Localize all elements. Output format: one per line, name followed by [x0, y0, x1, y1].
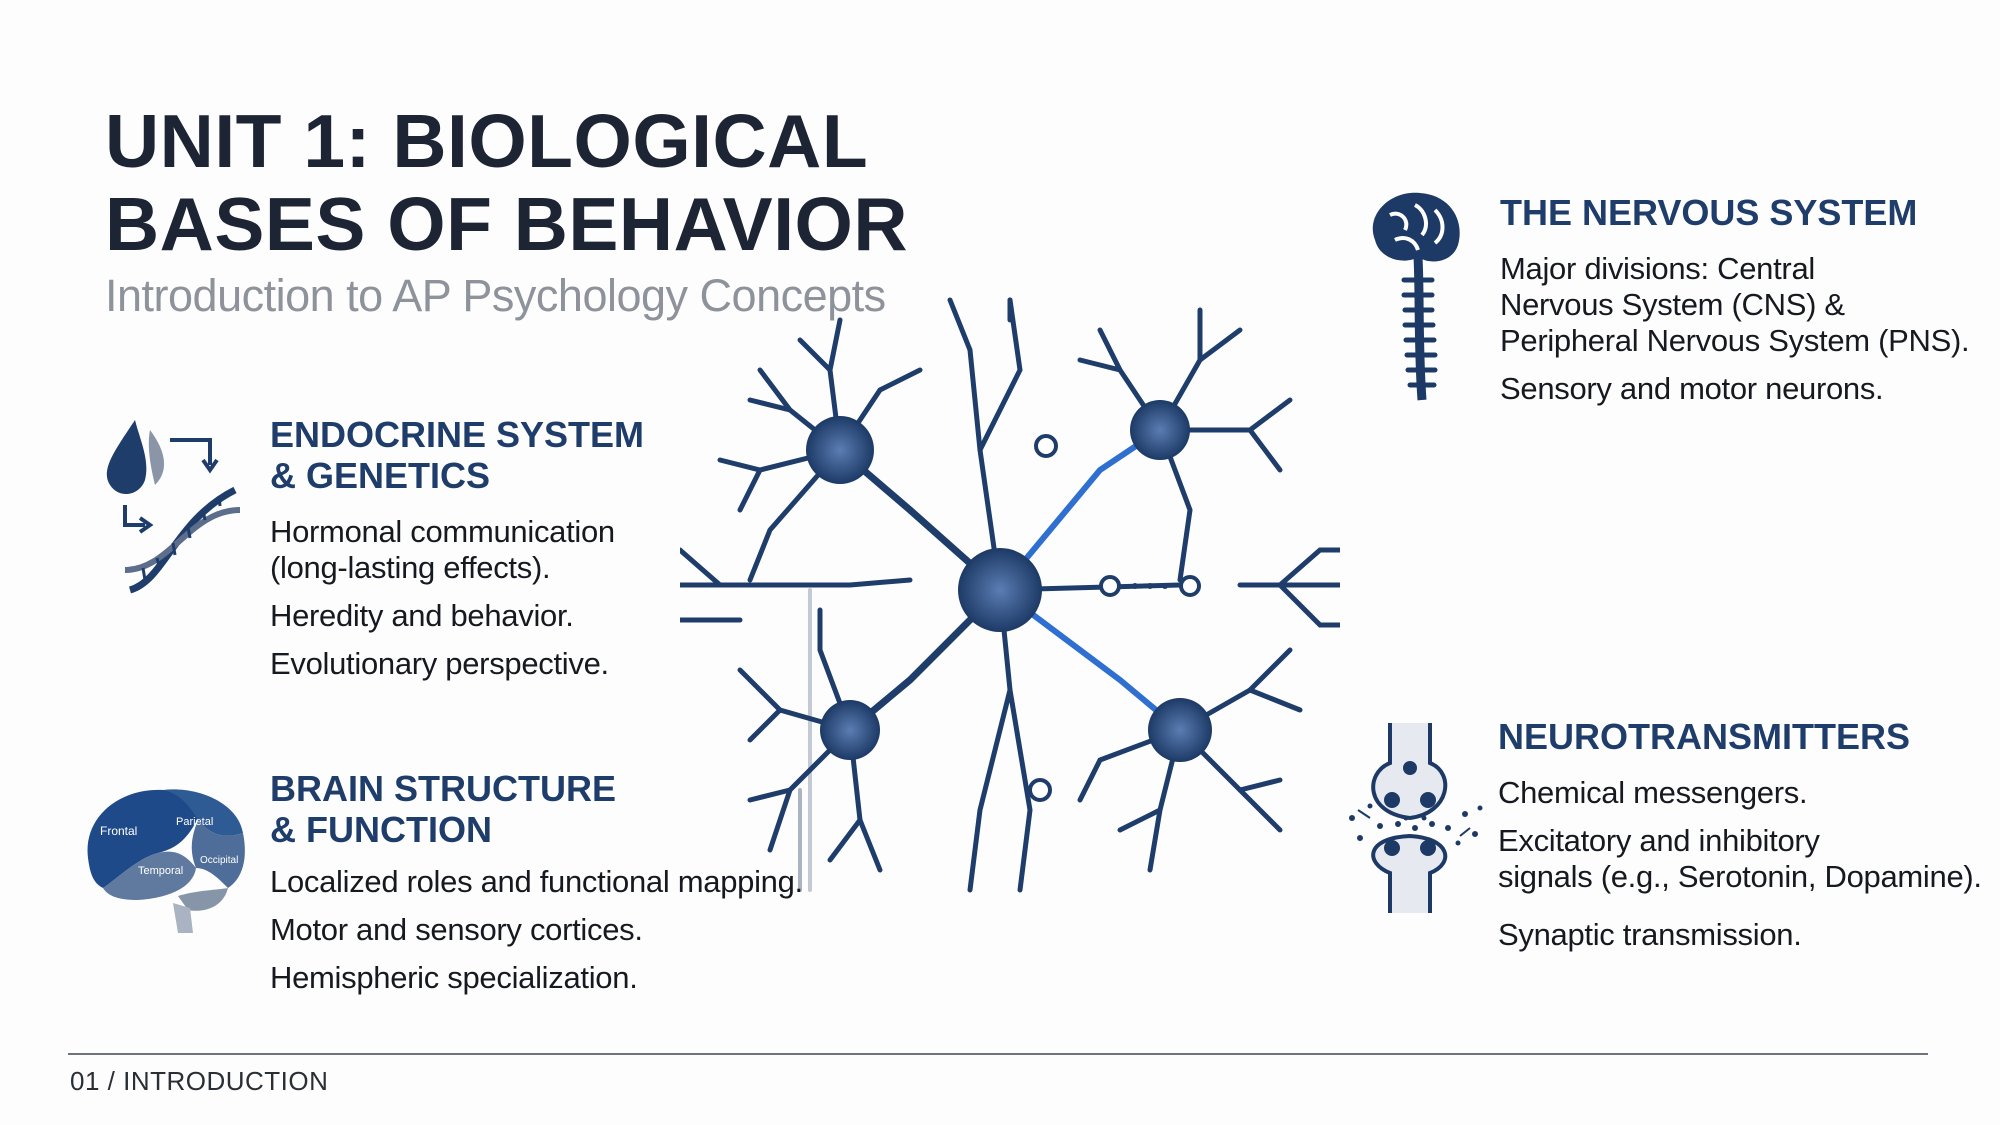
- lobe-label-temporal: Temporal: [138, 865, 183, 877]
- title-line-1: UNIT 1: BIOLOGICAL: [105, 99, 869, 183]
- nervous-text-1b: Nervous System (CNS) &: [1500, 287, 1845, 322]
- endocrine-title-line-2: & GENETICS: [270, 455, 491, 496]
- brain-text-3: Hemispheric specialization.: [270, 960, 638, 995]
- brain-text-2: Motor and sensory cortices.: [270, 912, 643, 947]
- neuron-soma-top-right: [1130, 400, 1190, 460]
- neurotransmitters-section: NEUROTRANSMITTERS Chemical messengers. E…: [1498, 716, 1982, 953]
- neuro-text-3: Synaptic transmission.: [1498, 917, 1802, 952]
- neuron-soma-center: [958, 548, 1042, 632]
- nervous-section: THE NERVOUS SYSTEM Major divisions: Cent…: [1500, 192, 1970, 407]
- endocrine-section: ENDOCRINE SYSTEM & GENETICS Hormonal com…: [270, 414, 644, 682]
- endocrine-text-2: Heredity and behavior.: [270, 598, 574, 633]
- nervous-text-2: Sensory and motor neurons.: [1500, 371, 1884, 406]
- neuron-soma-bottom-right: [1148, 698, 1212, 762]
- endocrine-text-1a: Hormonal communication: [270, 514, 615, 549]
- brain-lobes-icon: Frontal Parietal Temporal Occipital: [87, 789, 245, 933]
- neuron-soma-top-left: [806, 416, 874, 484]
- neuron-network-illustration: [680, 297, 1340, 893]
- brain-title-line-2: & FUNCTION: [270, 809, 492, 850]
- brain-text-1: Localized roles and functional mapping.: [270, 864, 803, 899]
- brain-section: BRAIN STRUCTURE & FUNCTION Localized rol…: [270, 768, 803, 996]
- neuro-text-2b: signals (e.g., Serotonin, Dopamine).: [1498, 859, 1982, 894]
- endocrine-text-1b: (long-lasting effects).: [270, 550, 551, 585]
- endocrine-text-3: Evolutionary perspective.: [270, 646, 609, 681]
- nervous-title: THE NERVOUS SYSTEM: [1500, 192, 1918, 233]
- lobe-label-frontal: Frontal: [100, 824, 137, 838]
- endocrine-title-line-1: ENDOCRINE SYSTEM: [270, 414, 645, 455]
- page-subtitle: Introduction to AP Psychology Concepts: [105, 270, 886, 321]
- gland-dna-icon: [106, 420, 241, 594]
- neuro-text-2a: Excitatory and inhibitory: [1498, 823, 1820, 858]
- nervous-text-1c: Peripheral Nervous System (PNS).: [1500, 323, 1970, 358]
- brain-spine-icon: [1372, 192, 1460, 401]
- page-title: UNIT 1: BIOLOGICAL BASES OF BEHAVIOR: [105, 100, 908, 266]
- neuro-title: NEUROTRANSMITTERS: [1498, 716, 1910, 757]
- lobe-label-parietal: Parietal: [176, 816, 213, 828]
- lobe-label-occipital: Occipital: [200, 855, 238, 866]
- footer-divider: [68, 1053, 1928, 1055]
- synapse-icon: [1349, 723, 1483, 913]
- title-line-2: BASES OF BEHAVIOR: [105, 182, 909, 266]
- neuron-soma-bottom-left: [820, 700, 880, 760]
- nervous-text-1a: Major divisions: Central: [1500, 251, 1815, 286]
- brain-title-line-1: BRAIN STRUCTURE: [270, 768, 616, 809]
- neuro-text-1: Chemical messengers.: [1498, 775, 1808, 810]
- footer-label: 01 / INTRODUCTION: [70, 1066, 329, 1096]
